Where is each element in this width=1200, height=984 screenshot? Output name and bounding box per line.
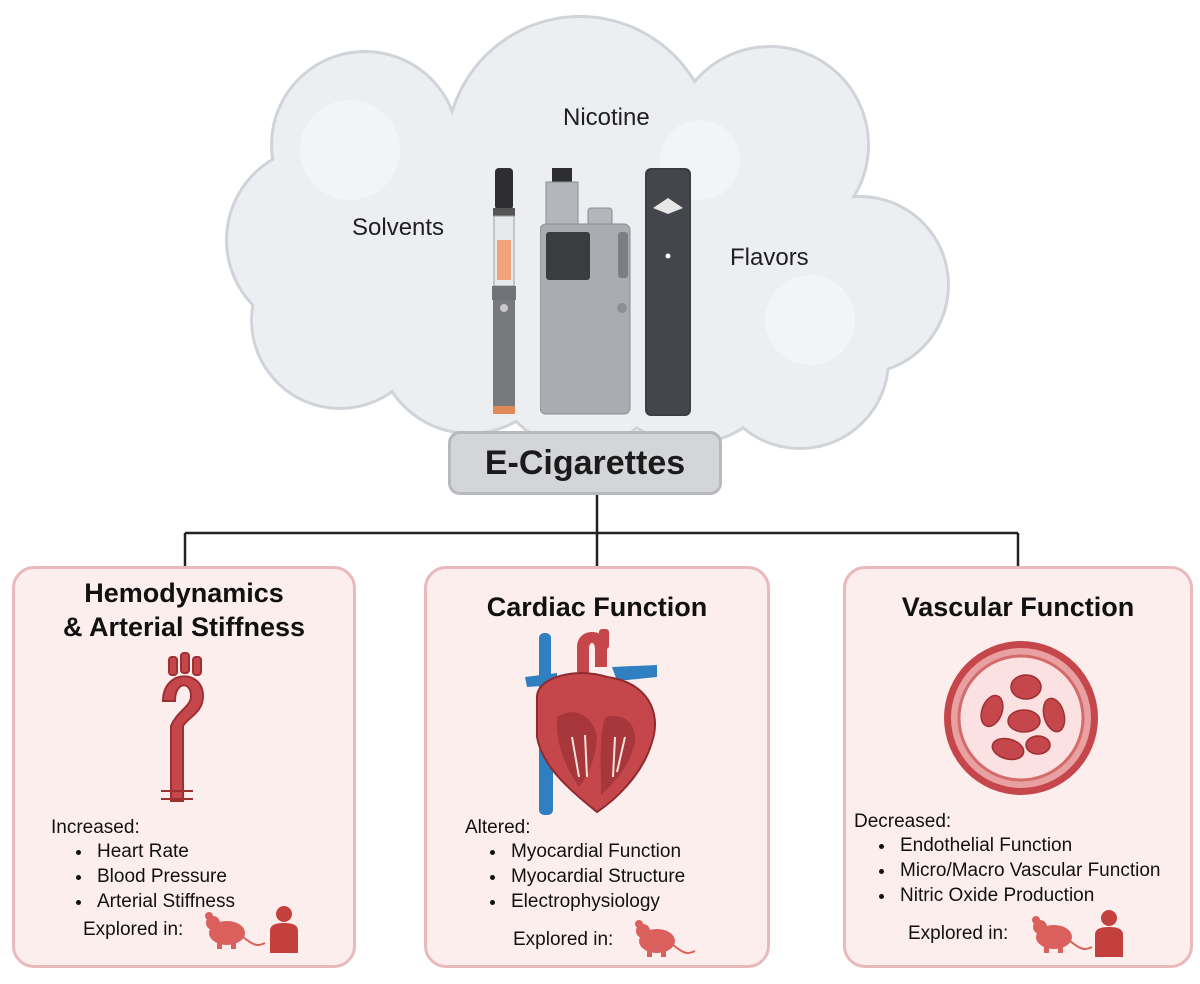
cloud-label-solvents: Solvents xyxy=(352,214,445,241)
cloud-label-nicotine: Nicotine xyxy=(563,104,650,131)
mouse-icon xyxy=(1032,916,1093,953)
panel-hemodynamics: Hemodynamics & Arterial Stiffness Increa… xyxy=(12,566,356,968)
effects-list: Endothelial Function Micro/Macro Vascula… xyxy=(874,833,1160,908)
list-item: Arterial Stiffness xyxy=(93,889,235,914)
panel-title: Vascular Function xyxy=(901,592,1135,622)
heart-icon xyxy=(525,629,657,815)
effect-heading: Decreased: xyxy=(854,811,952,832)
list-item: Blood Pressure xyxy=(93,864,235,889)
pod-vape-icon xyxy=(645,168,691,416)
panel-vascular-function: Vascular Function Decreased: Endothelial… xyxy=(843,566,1193,968)
list-item: Electrophysiology xyxy=(507,889,685,914)
blood-vessel-icon xyxy=(944,641,1098,795)
effects-list: Myocardial Function Myocardial Structure… xyxy=(485,839,685,914)
list-item: Micro/Macro Vascular Function xyxy=(896,858,1160,883)
mouse-icon xyxy=(635,920,696,957)
list-item: Heart Rate xyxy=(93,839,235,864)
effects-list: Heart Rate Blood Pressure Arterial Stiff… xyxy=(71,839,235,914)
cloud-label-flavors: Flavors xyxy=(730,244,809,271)
human-icon xyxy=(270,906,298,953)
box-mod-vape-icon xyxy=(540,168,631,415)
effect-heading: Altered: xyxy=(465,817,531,838)
mouse-icon xyxy=(205,912,266,949)
effect-heading: Increased: xyxy=(51,817,140,838)
explored-in-label: Explored in: xyxy=(908,923,1009,944)
explored-in-label: Explored in: xyxy=(83,919,184,940)
list-item: Myocardial Function xyxy=(507,839,685,864)
panel-title-line1: Hemodynamics xyxy=(84,578,284,608)
human-icon xyxy=(1095,910,1123,957)
panel-title: Cardiac Function xyxy=(486,592,708,622)
panel-title-line2: & Arterial Stiffness xyxy=(62,612,306,642)
pen-vape-icon xyxy=(492,168,516,414)
list-item: Nitric Oxide Production xyxy=(896,883,1160,908)
aorta-icon xyxy=(161,652,205,802)
list-item: Myocardial Structure xyxy=(507,864,685,889)
list-item: Endothelial Function xyxy=(896,833,1160,858)
panel-cardiac-function: Cardiac Function Altered: Myocardial Fun… xyxy=(424,566,770,968)
center-label-e-cigarettes: E-Cigarettes xyxy=(448,431,722,495)
explored-in-label: Explored in: xyxy=(513,929,614,950)
